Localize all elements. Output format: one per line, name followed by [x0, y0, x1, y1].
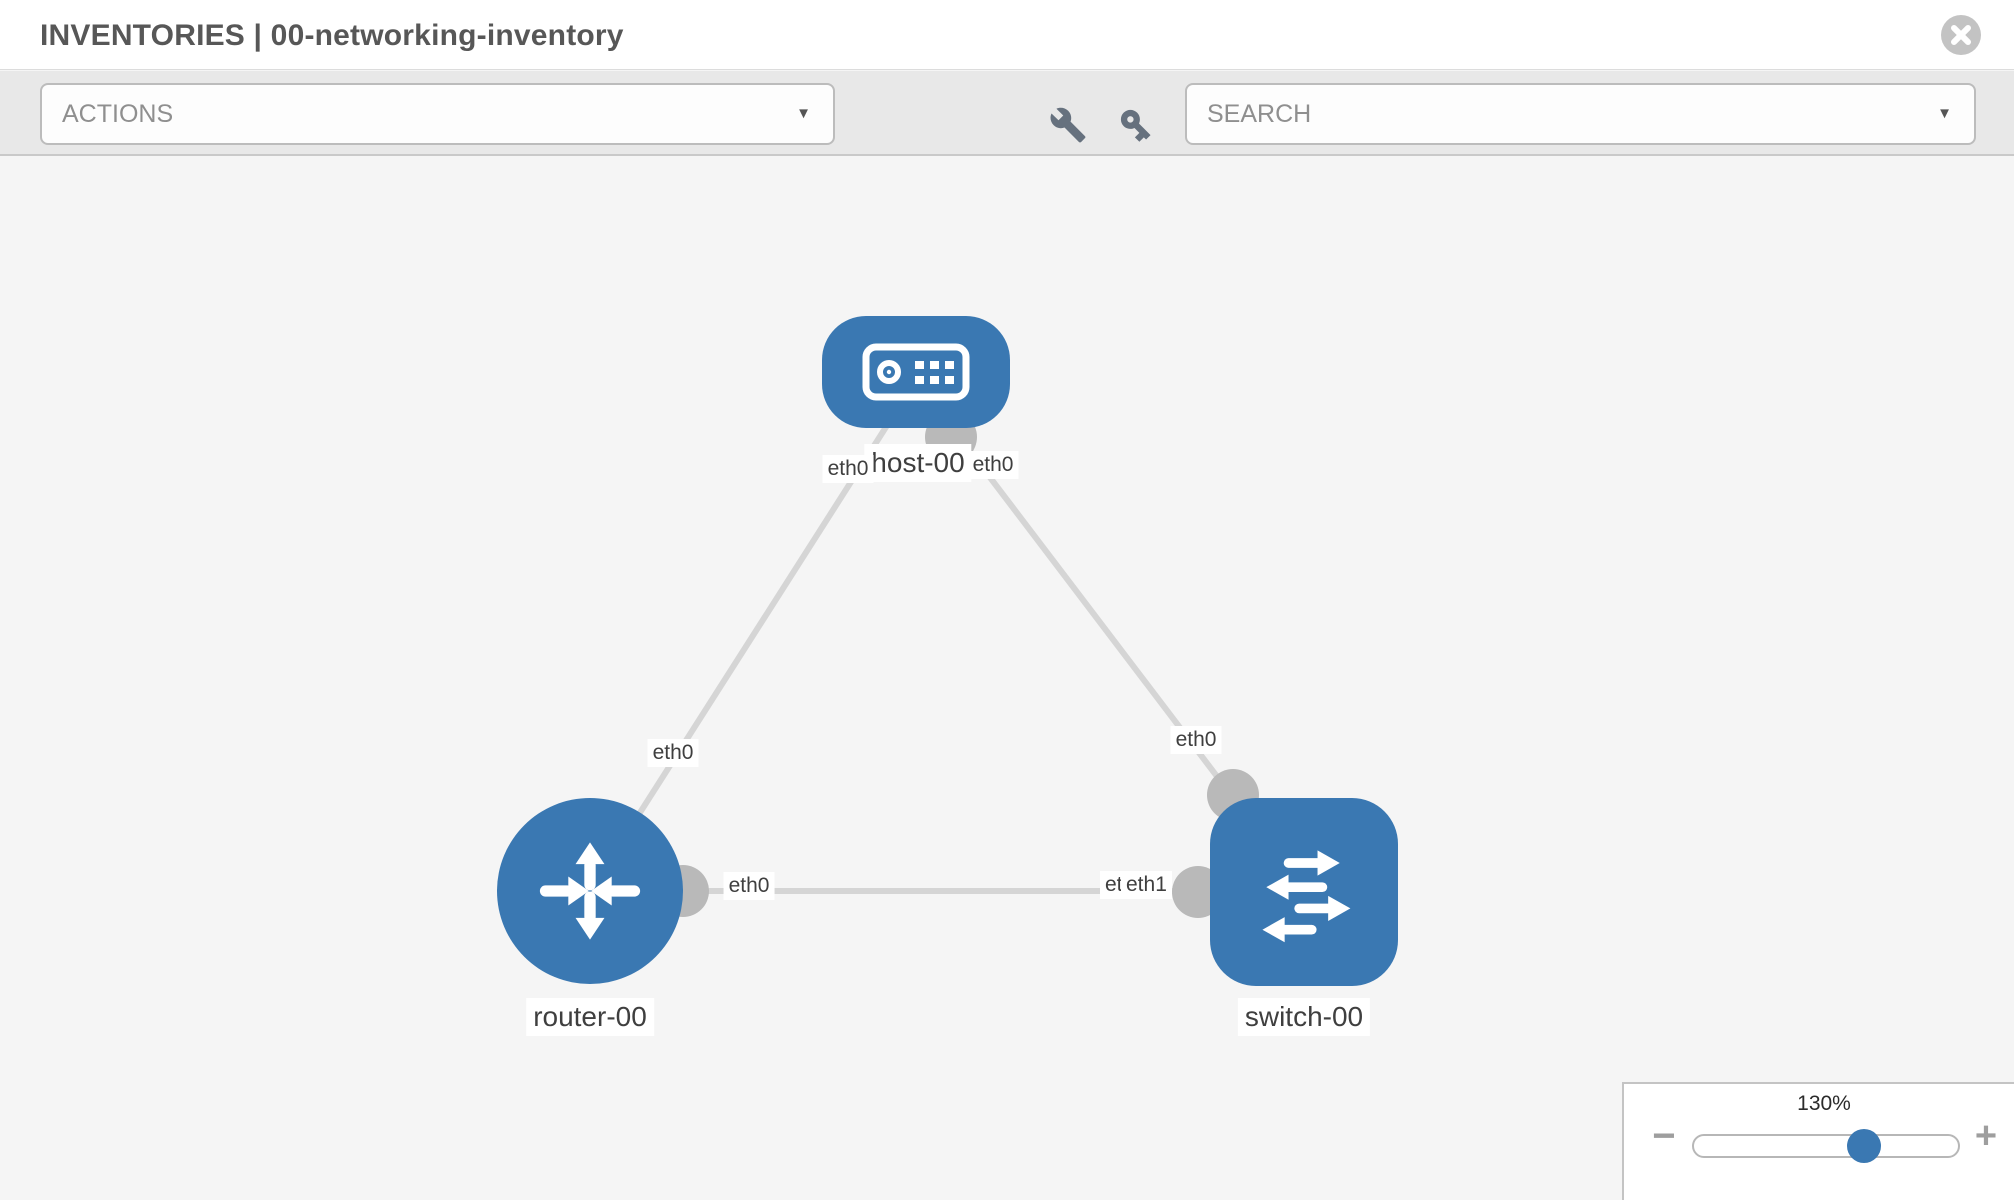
iface-label-router-eth0-uplink: eth0 — [647, 739, 699, 767]
iface-label-switch-eth1: eth1 — [1121, 871, 1172, 899]
iface-label-switch-eth0: eth0 — [1170, 726, 1222, 754]
zoom-panel: 130% − + — [1622, 1082, 2014, 1200]
node-host-00[interactable] — [822, 316, 1010, 428]
node-label-host: host-00 — [864, 444, 972, 482]
node-label-switch: switch-00 — [1237, 998, 1371, 1036]
iface-label-router-eth0-lan: eth0 — [723, 872, 775, 900]
zoom-out-button[interactable]: − — [1642, 1114, 1686, 1158]
close-button[interactable] — [1941, 15, 1981, 55]
wrench-button[interactable] — [1046, 104, 1090, 148]
caret-down-icon: ▼ — [796, 105, 811, 122]
iface-label-host-eth0-left: eth0 — [822, 455, 874, 483]
iface-label-host-eth0-right: eth0 — [967, 451, 1019, 479]
zoom-value: 130% — [1797, 1092, 1851, 1115]
switch-icon — [1262, 850, 1351, 943]
header-bar: INVENTORIES | 00-networking-inventory — [0, 0, 2014, 70]
host-icon — [862, 343, 970, 401]
key-button[interactable] — [1114, 104, 1158, 148]
router-icon — [539, 842, 641, 940]
node-switch-00[interactable] — [1210, 798, 1398, 986]
page-title: INVENTORIES | 00-networking-inventory — [40, 19, 624, 52]
wrench-icon — [1050, 107, 1086, 142]
zoom-slider-track[interactable] — [1692, 1129, 1960, 1163]
topology-canvas[interactable] — [0, 158, 2014, 1200]
node-label-router: router-00 — [526, 998, 654, 1036]
node-router-00[interactable] — [497, 798, 683, 984]
search-dropdown-label: SEARCH — [1207, 100, 1312, 128]
toolbar: ACTIONS ▼ SEARCH ▼ — [0, 71, 2014, 156]
close-icon — [1951, 25, 1971, 45]
zoom-slider-thumb[interactable] — [1847, 1129, 1881, 1163]
zoom-in-button[interactable]: + — [1964, 1114, 2008, 1158]
actions-dropdown[interactable]: ACTIONS ▼ — [40, 83, 835, 145]
search-dropdown[interactable]: SEARCH ▼ — [1185, 83, 1976, 145]
key-icon — [1120, 109, 1151, 142]
caret-down-icon: ▼ — [1937, 105, 1952, 122]
actions-dropdown-label: ACTIONS — [62, 100, 174, 128]
